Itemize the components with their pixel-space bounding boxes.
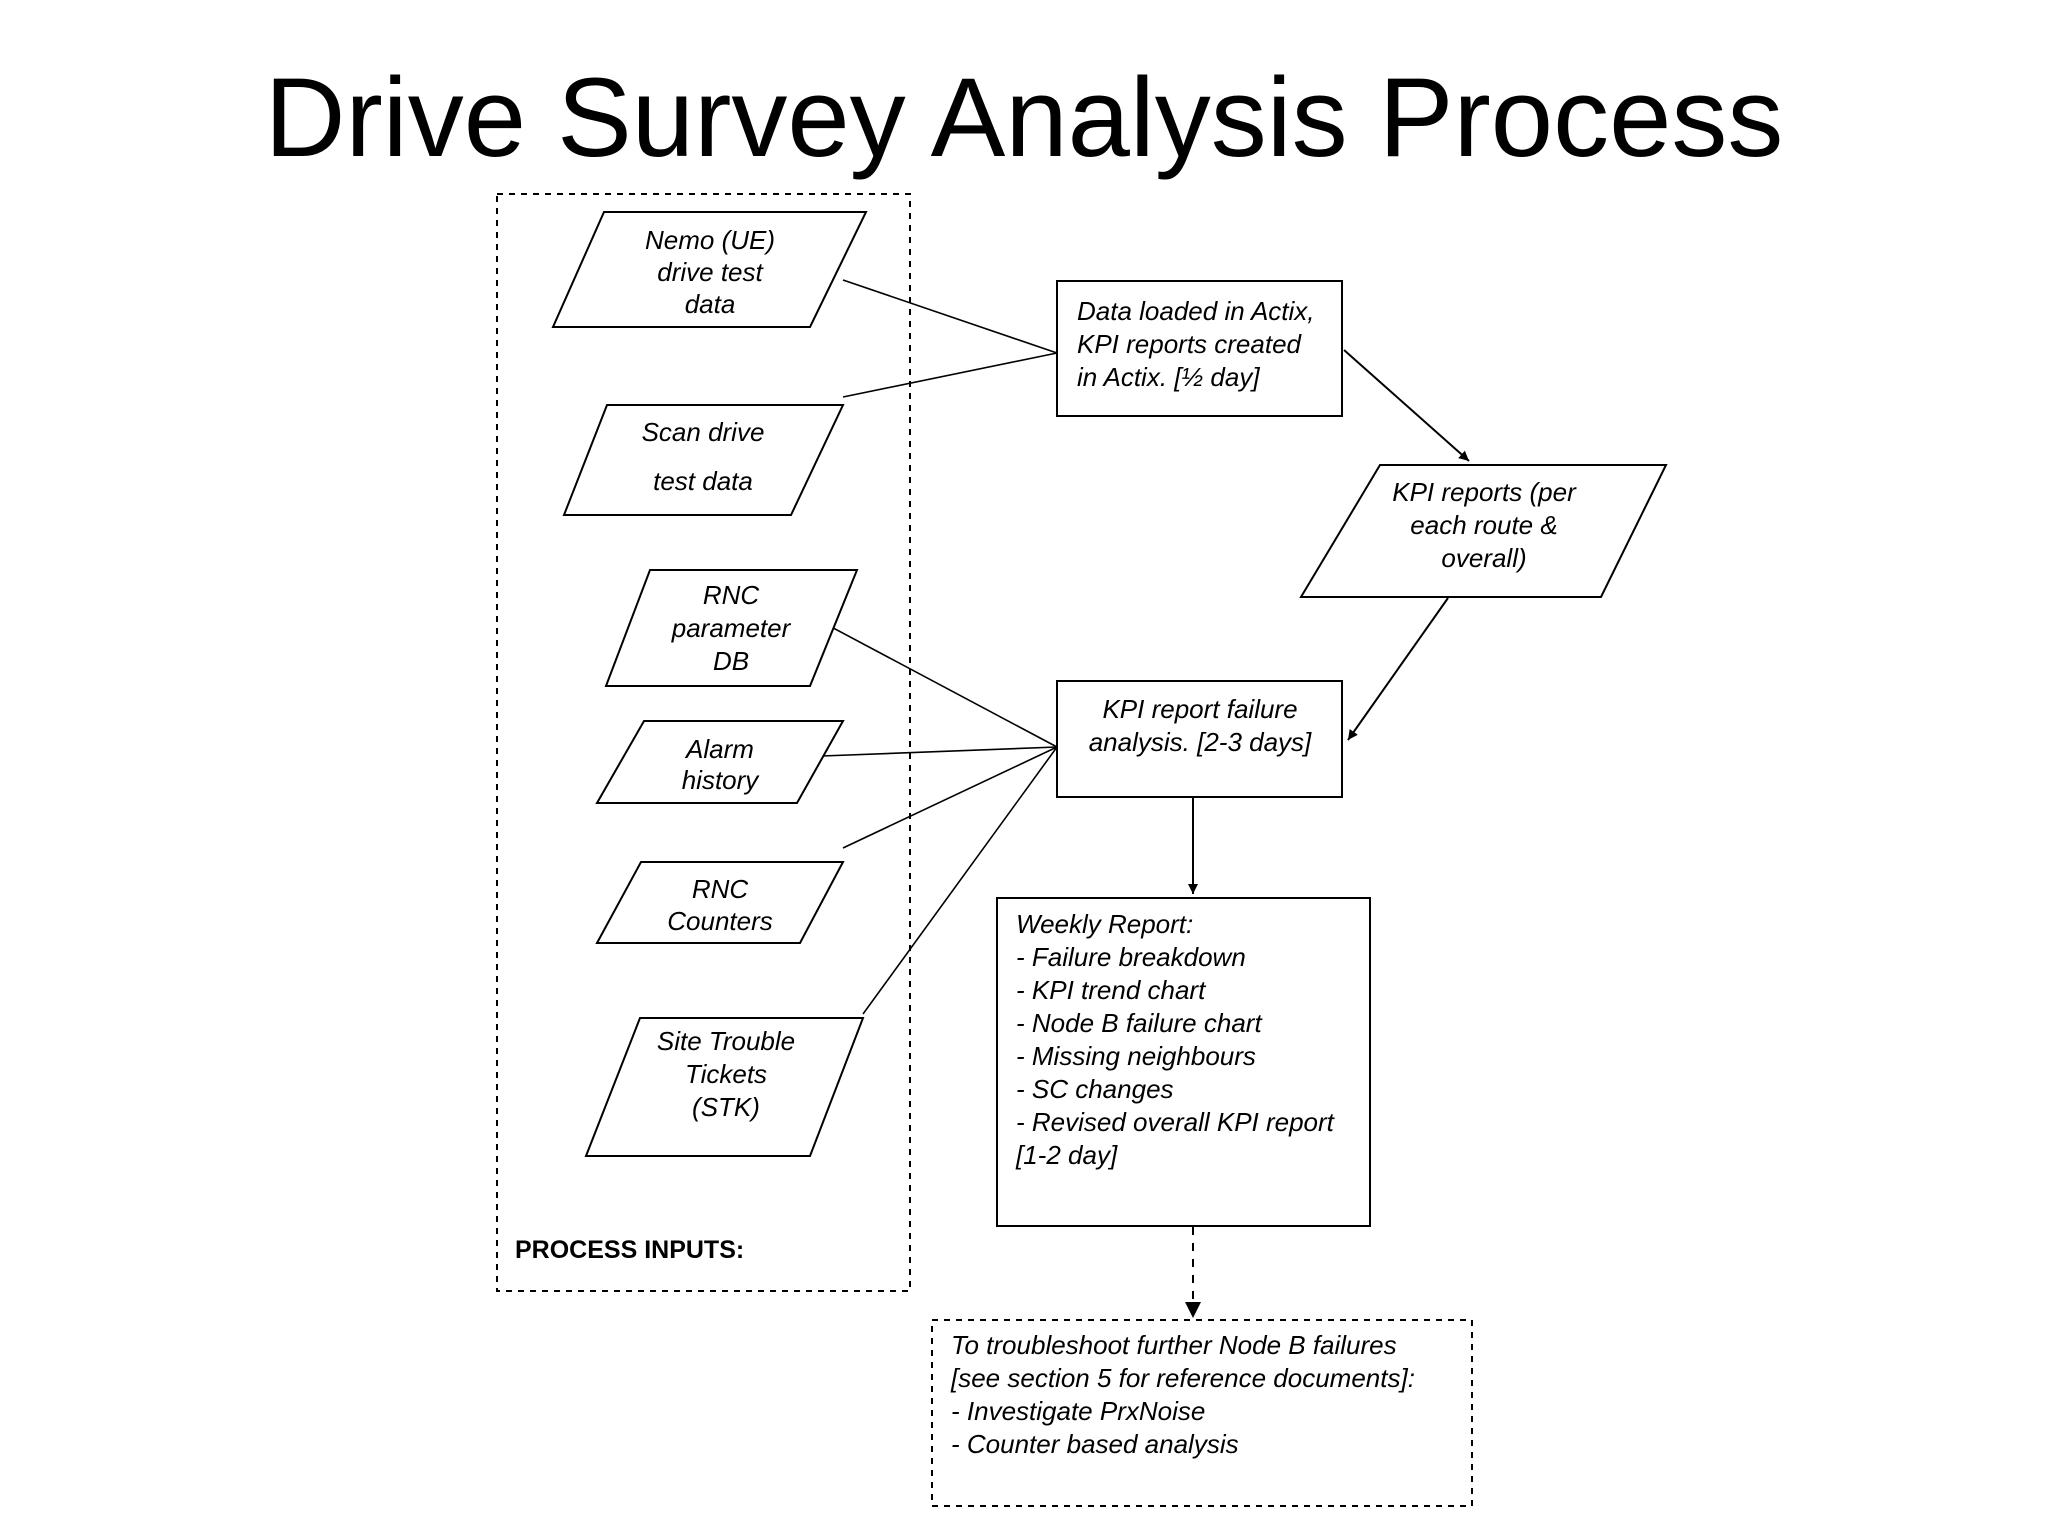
svg-text:Tickets: Tickets [685, 1059, 767, 1089]
svg-text:To troubleshoot further Node B: To troubleshoot further Node B failures [951, 1330, 1397, 1360]
step-failure-analysis-box: KPI report failure analysis. [2-3 days] [1056, 680, 1343, 798]
svg-text:KPI report failure: KPI report failure [1102, 694, 1297, 724]
svg-text:- Node B failure chart: - Node B failure chart [1016, 1008, 1263, 1038]
svg-text:- Counter based analysis: - Counter based analysis [951, 1429, 1239, 1459]
svg-text:RNC: RNC [703, 580, 760, 610]
step-actix-box: Data loaded in Actix, KPI reports create… [1056, 280, 1343, 417]
svg-text:- SC changes: - SC changes [1016, 1074, 1174, 1104]
svg-text:history: history [682, 765, 761, 795]
svg-text:Data loaded in Actix,: Data loaded in Actix, [1077, 296, 1315, 326]
step-weekly-report-box: Weekly Report: - Failure breakdown - KPI… [996, 897, 1371, 1227]
svg-text:Weekly Report:: Weekly Report: [1016, 909, 1193, 939]
svg-text:overall): overall) [1441, 543, 1526, 573]
svg-text:- Missing neighbours: - Missing neighbours [1016, 1041, 1256, 1071]
svg-text:Alarm: Alarm [684, 734, 754, 764]
process-inputs-label: PROCESS INPUTS: [515, 1236, 744, 1264]
svg-text:parameter: parameter [671, 613, 792, 643]
svg-text:each route &: each route & [1410, 510, 1557, 540]
svg-text:(STK): (STK) [692, 1092, 760, 1122]
svg-text:[1-2 day]: [1-2 day] [1015, 1140, 1118, 1170]
svg-text:Site Trouble: Site Trouble [657, 1026, 795, 1056]
svg-text:DB: DB [713, 646, 749, 676]
svg-text:in Actix. [½ day]: in Actix. [½ day] [1077, 362, 1260, 392]
svg-text:- Investigate PrxNoise: - Investigate PrxNoise [951, 1396, 1205, 1426]
svg-text:test data: test data [653, 466, 753, 496]
input-scan-drive: Scan drive test data [562, 404, 845, 516]
arrow-actix-to-kpi-reports [1343, 349, 1470, 462]
svg-text:analysis. [2-3 days]: analysis. [2-3 days] [1089, 727, 1312, 757]
process-inputs-panel [496, 193, 911, 1292]
svg-text:- Revised overall KPI report: - Revised overall KPI report [1016, 1107, 1336, 1137]
svg-text:RNC: RNC [692, 874, 749, 904]
svg-text:- Failure breakdown: - Failure breakdown [1016, 942, 1246, 972]
input-nemo-ue: Nemo (UE) drive test data [551, 211, 868, 328]
input-rnc-parameter-db: RNC parameter DB [604, 569, 859, 687]
step-troubleshoot-box: To troubleshoot further Node B failures … [931, 1319, 1473, 1507]
svg-text:Counters: Counters [667, 906, 773, 936]
slide-title: Drive Survey Analysis Process [264, 55, 1784, 180]
svg-text:KPI reports created: KPI reports created [1077, 329, 1303, 359]
arrow-kpi-reports-to-failure-analysis [1347, 597, 1449, 741]
svg-text:[see section 5 for reference d: [see section 5 for reference documents]: [950, 1363, 1415, 1393]
svg-text:Scan drive: Scan drive [642, 417, 765, 447]
svg-text:- KPI trend chart: - KPI trend chart [1016, 975, 1207, 1005]
step-kpi-reports: KPI reports (per each route & overall) [1299, 464, 1668, 598]
svg-text:Nemo (UE): Nemo (UE) [645, 225, 775, 255]
svg-text:drive test: drive test [657, 257, 764, 287]
input-connectors [821, 279, 1058, 1015]
input-site-trouble-tickets: Site Trouble Tickets (STK) [584, 1017, 865, 1157]
arrow-weekly-report-to-troubleshoot-head [1185, 1302, 1201, 1318]
svg-text:KPI reports (per: KPI reports (per [1392, 477, 1577, 507]
svg-text:data: data [685, 289, 736, 319]
input-rnc-counters: RNC Counters [595, 861, 845, 944]
input-alarm-history: Alarm history [595, 720, 845, 804]
